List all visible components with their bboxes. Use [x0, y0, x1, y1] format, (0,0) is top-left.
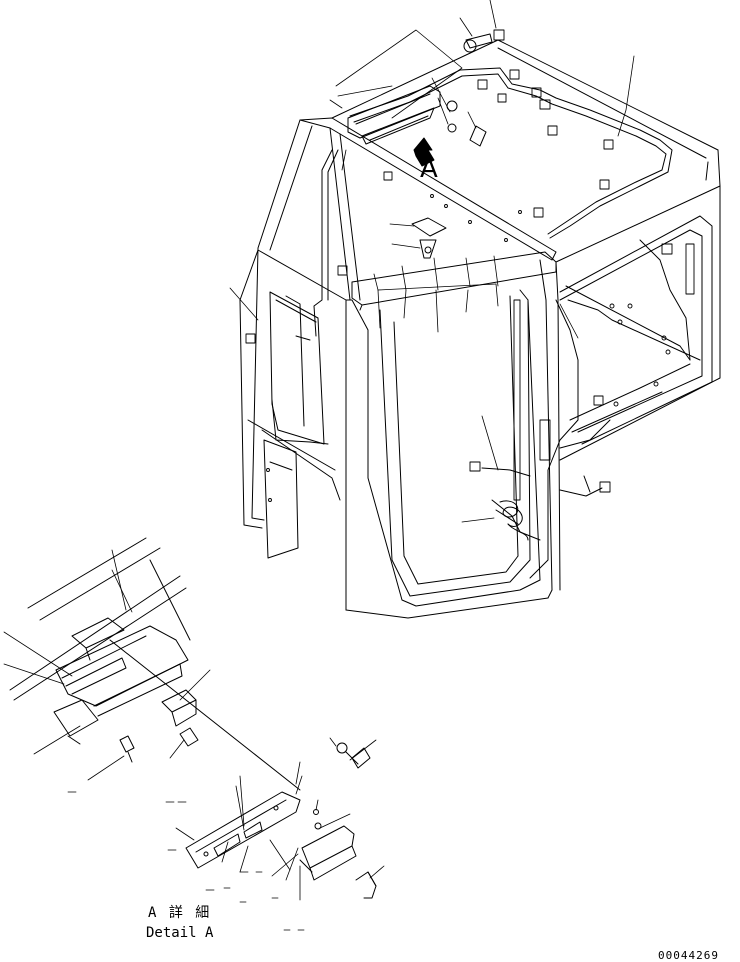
- detail-a-drawing: [9, 537, 377, 899]
- wiring-harness: [271, 67, 691, 579]
- detail-title-jp: A 詳 細: [148, 905, 212, 921]
- detail-leader-lines: [3, 549, 385, 931]
- cab-frame: [239, 39, 721, 619]
- drawing-number: 00044269: [658, 949, 719, 962]
- main-leader-lines: [229, 0, 635, 523]
- roof-lamp-assembly: [347, 33, 493, 167]
- roof-bracket: [411, 217, 447, 259]
- view-a-marker: A: [420, 154, 438, 184]
- detail-title-en: Detail A: [146, 925, 214, 941]
- connectors: [245, 29, 695, 502]
